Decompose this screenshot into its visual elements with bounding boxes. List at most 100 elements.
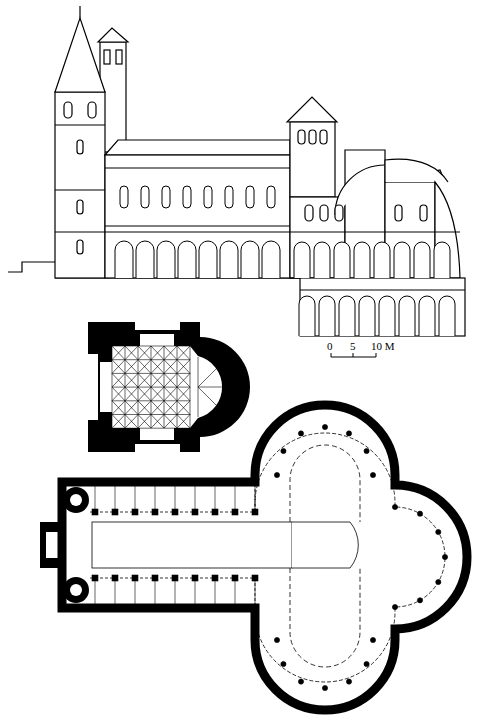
pier [152,575,158,581]
church-plan [40,405,467,710]
pier [172,509,178,515]
pier [92,575,98,581]
pier [436,529,441,534]
clerestory-window [183,186,191,208]
stroke [125,401,138,415]
window-arches [115,186,455,336]
vault-rib [155,486,156,509]
scale-label: 5 [349,340,357,352]
stroke [125,373,138,387]
vault-rib [115,486,116,509]
arcade-arch [414,242,430,278]
clerestory-window [141,186,149,208]
stroke [164,387,177,401]
pier [322,685,327,690]
vault-rib [195,581,196,604]
stroke [198,387,199,417]
pier [364,448,369,453]
stroke [112,360,125,374]
clerestory-window [204,186,212,208]
clerestory-window [120,186,128,208]
pier [281,661,286,666]
stroke [177,373,190,387]
arcade-arch [394,242,410,278]
arcade-arch [294,242,310,278]
vault-rib [215,486,216,509]
crypt-arch [379,296,395,336]
pier [442,554,447,559]
clerestory-window [246,186,254,208]
pier [370,637,375,642]
vault-rib [135,581,136,604]
stroke [177,401,190,415]
crypt-arch [299,296,315,336]
crypt-arch [439,296,455,336]
arcade-arch [334,242,350,278]
stroke [198,387,219,408]
vault-rib [95,486,96,509]
stroke [164,360,177,374]
stroke [138,373,151,387]
crypt-plan [88,322,250,452]
stroke [138,401,151,415]
pier [172,575,178,581]
arcade-arch [314,242,330,278]
crypt-arch [419,296,435,336]
pier [322,424,327,429]
pier [112,575,118,581]
stroke [112,387,125,401]
pier [392,604,397,609]
stroke [112,415,125,429]
stroke [138,360,151,374]
stroke [164,373,177,387]
pier [298,679,303,684]
pier [346,679,351,684]
pier [364,661,369,666]
stroke [112,346,125,360]
stroke [164,415,177,429]
stroke [151,373,164,387]
crypt-arch [359,296,375,336]
stroke [125,415,138,429]
pier [252,575,258,581]
clerestory-window [225,186,233,208]
arcade-arch [178,241,196,278]
pier [212,509,218,515]
arcade-arch [220,241,238,278]
pier [192,575,198,581]
pier [274,472,279,477]
stroke [151,401,164,415]
pier [370,472,375,477]
stroke [112,373,125,387]
pier [232,509,238,515]
stroke [138,346,151,360]
pier [417,598,422,603]
arcade-arch [115,241,133,278]
stroke [138,415,151,429]
stroke [151,415,164,429]
vault-rib [235,581,236,604]
pier [132,509,138,515]
stroke [138,387,151,401]
vault-rib [195,486,196,509]
side-elevation [8,6,465,336]
vault-rib [255,581,256,604]
stroke [151,346,164,360]
arcade-arch [199,241,217,278]
pier [274,637,279,642]
pier [417,511,422,516]
stroke [177,360,190,374]
vault-rib [95,581,96,604]
stroke [177,415,190,429]
stroke [198,357,199,387]
pier [298,431,303,436]
stroke [177,346,190,360]
stroke [125,387,138,401]
vault-rib [155,581,156,604]
stroke [198,387,228,388]
pier [232,575,238,581]
pier [392,504,397,509]
arcade-arch [136,241,154,278]
stroke [177,387,190,401]
